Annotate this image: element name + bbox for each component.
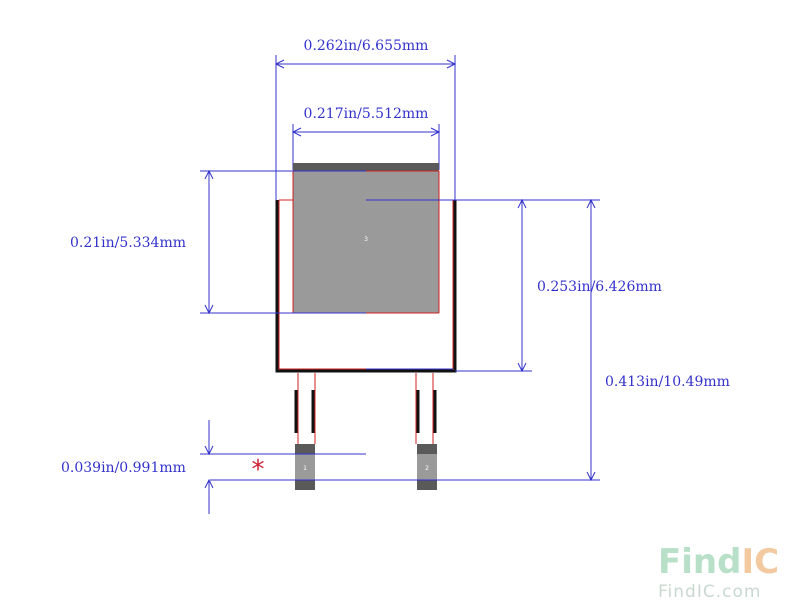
watermark-logo: FindIC FindIC.com [658, 542, 779, 602]
pad-pin-2-top-edge [417, 444, 437, 454]
dimension-label-top-width: 0.262in/6.655mm [304, 38, 429, 54]
arrow-down-icon [586, 471, 596, 482]
body-outline [275, 200, 457, 373]
arrow-down-icon [204, 304, 214, 315]
arrow-up-icon [204, 169, 214, 180]
pad-pin-2-bottom-edge [417, 480, 437, 490]
logo-brand: FindIC [658, 542, 779, 582]
component-body [275, 199, 457, 373]
pad-pin-1-body [295, 444, 315, 490]
pad-pin-1-top-edge [295, 444, 315, 454]
arrow-up-icon [517, 198, 527, 209]
pad-pin-1: 1 [295, 444, 315, 490]
arrow-left-icon [291, 127, 302, 137]
tab-pad-body [293, 163, 439, 313]
dimension-label-total-height: 0.413in/10.49mm [605, 374, 730, 390]
arrow-right-icon [446, 59, 457, 69]
pad-pin-1-number: 1 [303, 465, 307, 472]
lead-pin-2 [415, 373, 437, 444]
arrow-up-icon [586, 198, 596, 209]
logo-brand-right: IC [741, 542, 779, 582]
dimension-label-body-height: 0.253in/6.426mm [537, 279, 662, 295]
arrow-down-icon [517, 362, 527, 373]
dimension-total-height: 0.413in/10.49mm [210, 198, 730, 482]
tab-pad: 3 [292, 163, 440, 314]
tab-pad-top-edge [293, 163, 439, 171]
logo-brand-left: Find [658, 542, 741, 582]
pin-1-marker: * [252, 455, 265, 485]
arrow-down-icon [204, 445, 214, 456]
pad-pin-2: 2 [417, 444, 437, 490]
dimension-pad-height: 0.21in/5.334mm [70, 169, 366, 315]
arrow-up-icon [204, 478, 214, 489]
dimension-label-lead-pad: 0.039in/0.991mm [61, 460, 186, 476]
dimension-lead-pad: 0.039in/0.991mm [61, 420, 366, 514]
dimension-top-width: 0.262in/6.655mm [274, 38, 457, 200]
pad-pin-2-number: 2 [425, 465, 429, 472]
pad-pin-2-body [417, 444, 437, 490]
arrow-left-icon [274, 59, 285, 69]
lead-pin-1 [294, 373, 316, 444]
dimension-label-pad-width: 0.217in/5.512mm [304, 106, 429, 122]
dimension-label-pad-height: 0.21in/5.334mm [70, 235, 186, 251]
pad-pin-1-bottom-edge [295, 480, 315, 490]
tab-pad-number: 3 [364, 236, 368, 243]
arrow-right-icon [430, 127, 441, 137]
logo-url: FindIC.com [658, 582, 761, 602]
dimension-body-height: 0.253in/6.426mm [455, 198, 662, 373]
dimension-pad-width: 0.217in/5.512mm [291, 106, 441, 170]
